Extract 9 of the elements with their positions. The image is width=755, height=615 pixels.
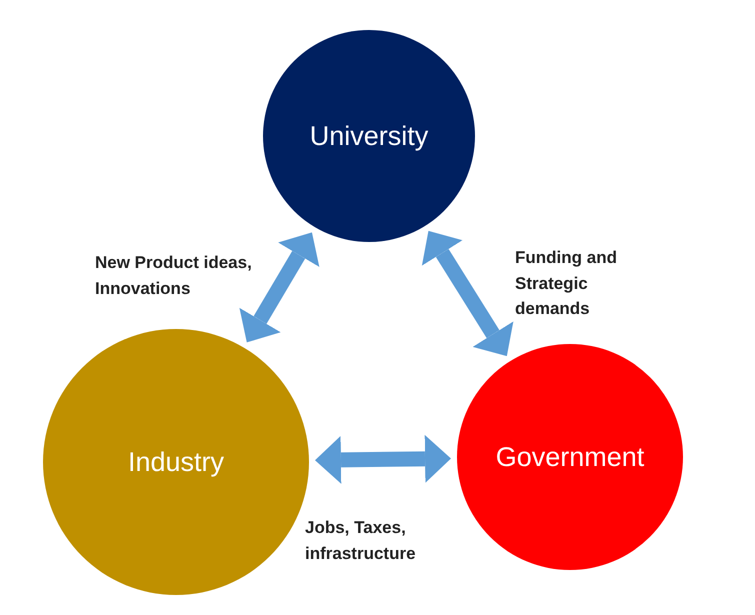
double-arrow (422, 230, 514, 356)
node-label: Industry (128, 446, 224, 478)
double-arrow (315, 434, 451, 484)
edge-label: Jobs, Taxes, infrastructure (305, 517, 417, 564)
node-label: University (310, 120, 428, 152)
node-label: Government (496, 442, 644, 472)
edge-label: Funding and Strategic demands (515, 247, 618, 320)
double-arrow (239, 232, 320, 342)
edge-label: New Product ideas, Innovations (95, 252, 253, 300)
